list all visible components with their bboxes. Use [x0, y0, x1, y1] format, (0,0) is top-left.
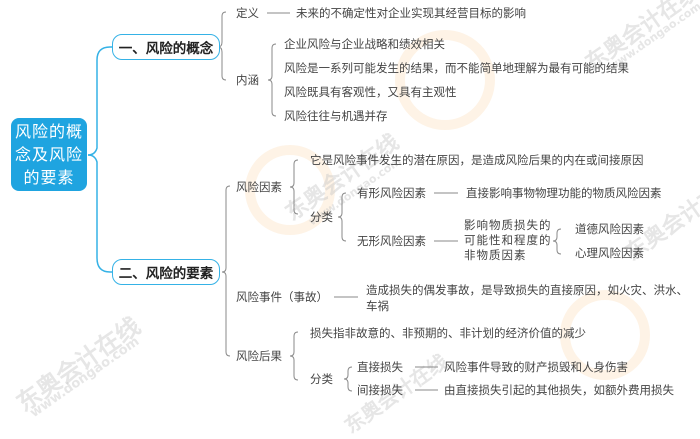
risk-consequence-desc: 损失指非故意的、非预期的、非计划的经济价值的减少: [310, 326, 586, 340]
branch-risk-elements[interactable]: 二、风险的要素: [112, 259, 220, 285]
node-risk-factor[interactable]: 风险因素: [236, 180, 282, 194]
node-connotation[interactable]: 内涵: [236, 73, 259, 87]
node-consequence-classify[interactable]: 分类: [310, 372, 333, 386]
connotation-item: 风险既具有客观性，又具有主观性: [284, 85, 457, 99]
node-indirect-loss[interactable]: 间接损失: [357, 383, 403, 397]
connotation-item: 风险是一系列可能发生的结果，而不能简单地理解为最有可能的结果: [284, 61, 629, 75]
node-risk-event[interactable]: 风险事件（事故）: [236, 290, 328, 304]
root-node[interactable]: 风险的概念及风险的要素: [11, 118, 87, 191]
branch-risk-concept[interactable]: 一、风险的概念: [112, 34, 220, 60]
node-definition-text: 未来的不确定性对企业实现其经营目标的影响: [296, 6, 526, 20]
node-direct-loss[interactable]: 直接损失: [357, 360, 403, 374]
node-risk-consequence[interactable]: 风险后果: [236, 349, 282, 363]
node-factor-classify[interactable]: 分类: [310, 210, 333, 224]
branch-label: 一、风险的概念: [118, 41, 214, 57]
root-node-label: 风险的概念及风险的要素: [14, 122, 83, 187]
risk-factor-desc: 它是风险事件发生的潜在原因，是造成风险后果的内在或间接原因: [310, 153, 644, 167]
indirect-loss-text: 由直接损失引起的其他损失，如额外费用损失: [444, 383, 674, 397]
mental-risk-factor: 心理风险因素: [575, 246, 644, 260]
intangible-factor-text: 影响物质损失的可能性和程度的非物质因素: [464, 218, 552, 262]
node-intangible-factor[interactable]: 无形风险因素: [357, 234, 426, 248]
node-definition[interactable]: 定义: [236, 6, 259, 20]
branch-label: 二、风险的要素: [118, 266, 214, 282]
connotation-item: 风险往往与机遇并存: [284, 109, 388, 123]
connector-lines: [87, 11, 562, 392]
direct-loss-text: 风险事件导致的财产损毁和人身伤害: [444, 360, 628, 374]
moral-risk-factor: 道德风险因素: [575, 222, 644, 236]
node-tangible-factor[interactable]: 有形风险因素: [357, 186, 426, 200]
tangible-factor-text: 直接影响事物物理功能的物质风险因素: [466, 186, 662, 200]
connotation-item: 企业风险与企业战略和绩效相关: [284, 37, 445, 51]
risk-event-text: 造成损失的偶发事故，是导致损失的直接原因，如火灾、洪水、车祸: [366, 283, 688, 313]
